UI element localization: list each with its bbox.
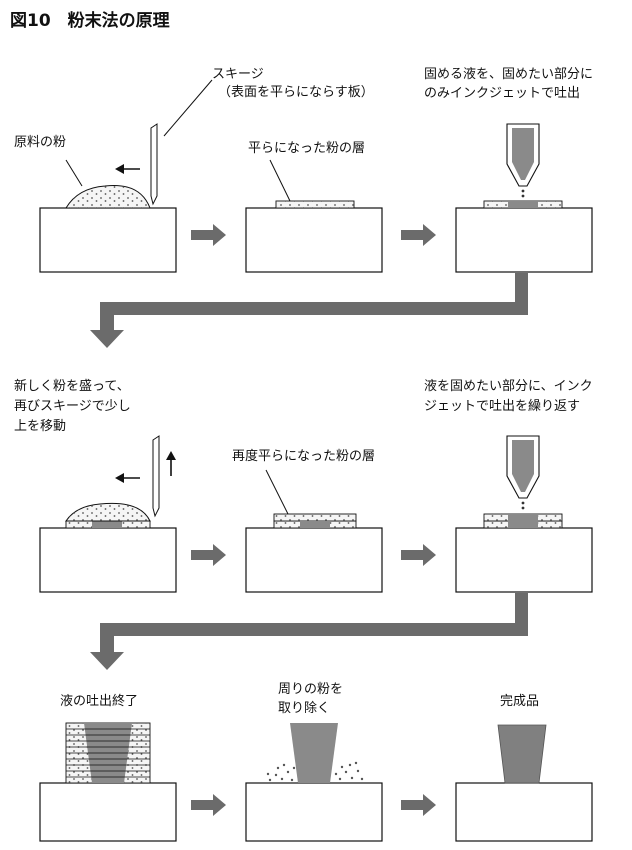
panel-flat-layer-again: 再度平らになった粉の層 bbox=[232, 448, 383, 593]
inkjet-label-1: 固める液を、固めたい部分に bbox=[424, 67, 593, 82]
build-platform bbox=[455, 527, 593, 593]
row-connector-arrow bbox=[90, 273, 528, 348]
left-arrow-head bbox=[115, 473, 124, 483]
build-platform bbox=[245, 207, 383, 273]
powder-layer-dots bbox=[274, 514, 356, 521]
squeegee-label-2: （表面を平らにならす板） bbox=[218, 85, 374, 100]
build-platform bbox=[39, 527, 177, 593]
build-platform bbox=[455, 782, 593, 842]
panel-product: 完成品 bbox=[455, 694, 593, 842]
add-powder-label-2: 再びスキージで少し bbox=[14, 399, 131, 414]
squeegee-leader-line bbox=[163, 79, 213, 137]
build-platform bbox=[455, 207, 593, 273]
solidified-region bbox=[508, 514, 538, 528]
panel-flat-layer: 平らになった粉の層 bbox=[245, 141, 383, 273]
squeegee-icon bbox=[150, 123, 158, 206]
powder-layer-dots bbox=[276, 201, 354, 208]
inkjet-liquid bbox=[512, 128, 534, 180]
squeegee-icon bbox=[152, 435, 160, 518]
panel-finish: 液の吐出終了 bbox=[39, 693, 177, 842]
row-connector-arrow bbox=[90, 593, 528, 670]
panel-inkjet: 固める液を、固めたい部分に のみインクジェットで吐出 bbox=[424, 67, 593, 273]
build-platform bbox=[39, 207, 177, 273]
inkjet-label-2: のみインクジェットで吐出 bbox=[424, 86, 580, 101]
powder-leader-line bbox=[65, 159, 83, 187]
build-platform bbox=[245, 527, 383, 593]
solidified-region bbox=[300, 521, 330, 528]
powder-heap-dots bbox=[66, 185, 150, 208]
process-arrow-icon bbox=[191, 544, 226, 566]
finished-product bbox=[497, 724, 547, 784]
add-powder-label-1: 新しく粉を盛って、 bbox=[14, 378, 130, 394]
repeat-label-1: 液を固めたい部分に、インク bbox=[424, 379, 593, 394]
process-arrow-icon bbox=[401, 224, 436, 246]
up-arrow-head bbox=[166, 451, 176, 460]
raw-powder-label: 原料の粉 bbox=[14, 135, 66, 150]
process-arrow-icon bbox=[401, 794, 436, 816]
solidified-region bbox=[508, 201, 538, 208]
flat-layer-label: 平らになった粉の層 bbox=[248, 141, 365, 156]
layer-leader-line bbox=[265, 469, 289, 515]
panel-raw-powder: スキージ （表面を平らにならす板） 原料の粉 bbox=[14, 67, 374, 273]
droplet bbox=[521, 194, 525, 198]
layer-stack bbox=[65, 722, 151, 784]
panel-add-powder: 新しく粉を盛って、 再びスキージで少し 上を移動 bbox=[14, 378, 177, 593]
repeat-label-2: ジェットで吐出を繰り返す bbox=[424, 399, 580, 414]
panel-remove-powder: 周りの粉を 取り除く bbox=[245, 682, 383, 842]
solidified-part bbox=[290, 723, 338, 783]
build-platform bbox=[39, 782, 177, 842]
droplet bbox=[521, 501, 525, 505]
remove-label-1: 周りの粉を bbox=[278, 682, 343, 697]
process-arrow-icon bbox=[191, 224, 226, 246]
panel-repeat-inkjet: 液を固めたい部分に、インク ジェットで吐出を繰り返す bbox=[424, 379, 593, 593]
inkjet-liquid bbox=[512, 440, 534, 492]
scattered-powder bbox=[266, 761, 364, 782]
left-arrow-head bbox=[115, 164, 124, 174]
process-arrow-icon bbox=[191, 794, 226, 816]
product-label: 完成品 bbox=[500, 694, 539, 709]
squeegee-label-1: スキージ bbox=[212, 67, 264, 82]
add-powder-label-3: 上を移動 bbox=[14, 419, 66, 434]
droplet bbox=[521, 189, 525, 193]
process-arrow-icon bbox=[401, 544, 436, 566]
figure-title: 図10 粉末法の原理 bbox=[10, 10, 170, 31]
build-platform bbox=[245, 782, 383, 842]
finish-label: 液の吐出終了 bbox=[60, 693, 138, 709]
remove-label-2: 取り除く bbox=[278, 701, 330, 716]
solidified-region bbox=[92, 521, 122, 528]
powder-heap-dots bbox=[66, 503, 150, 521]
flat-layer-again-label: 再度平らになった粉の層 bbox=[232, 448, 375, 464]
layer-leader-line bbox=[269, 159, 291, 202]
droplet bbox=[521, 506, 525, 510]
